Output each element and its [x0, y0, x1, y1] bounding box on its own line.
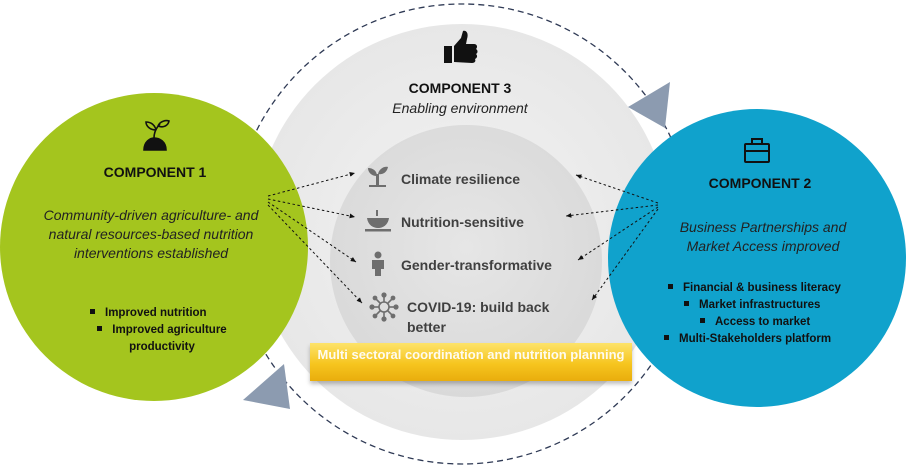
component1-description: Community-driven agriculture- and natura… [43, 207, 259, 261]
connector-c2-nutrition [565, 204, 659, 218]
connector-c2-covid [591, 208, 659, 301]
component2-description: Business Partnerships and Market Access … [679, 219, 847, 254]
component2-bullet: Access to market [700, 314, 810, 331]
briefcase-icon [744, 138, 770, 163]
person-icon [372, 251, 384, 276]
component1-bullet: Improved agriculture productivity [82, 322, 242, 356]
thumbs-up-icon [444, 30, 478, 63]
coordination-bar: Multi sectoral coordination and nutritio… [310, 343, 632, 381]
component2-bullet-text: Market infrastructures [699, 299, 821, 311]
component2-bullet-text: Multi-Stakeholders platform [679, 333, 832, 345]
component2-bullet: Multi-Stakeholders platform [664, 331, 831, 348]
theme-gender-transformative: Gender-transformative [401, 257, 552, 273]
connectors-component2 [565, 174, 659, 301]
food-bowl-icon [365, 210, 391, 232]
component2-circle [608, 109, 906, 407]
plant-icon [143, 119, 170, 151]
theme-nutrition-sensitive: Nutrition-sensitive [401, 214, 524, 230]
cycle-arrowhead-left [243, 364, 290, 409]
component3-title: COMPONENT 3 [408, 80, 512, 96]
component2-bullet-text: Access to market [715, 316, 811, 328]
cycle-arrowhead-right [628, 82, 670, 128]
component2-bullet: Market infrastructures [684, 297, 820, 314]
component2-bullet-text: Financial & business literacy [683, 282, 841, 294]
cross-cutting-circle [330, 125, 602, 397]
component1-bullet-text: Improved nutrition [105, 307, 207, 319]
component1-circle [0, 93, 308, 401]
coordination-bar-label: Multi sectoral coordination and nutritio… [317, 347, 625, 362]
sprout-icon [368, 166, 388, 187]
component2-title: COMPONENT 2 [708, 175, 812, 191]
connector-c2-gender [577, 206, 659, 261]
theme-climate-resilience: Climate resilience [401, 171, 521, 187]
component2-bullet: Financial & business literacy [668, 280, 841, 297]
component1-bullet: Improved nutrition [90, 305, 207, 322]
component3-subtitle: Enabling environment [392, 100, 528, 116]
component1-title: COMPONENT 1 [103, 164, 207, 180]
connector-c2-climate [575, 174, 659, 204]
theme-covid-19: COVID-19: build back better [407, 299, 550, 335]
virus-icon [369, 292, 399, 322]
component1-bullet-text: Improved agriculture productivity [112, 324, 227, 353]
